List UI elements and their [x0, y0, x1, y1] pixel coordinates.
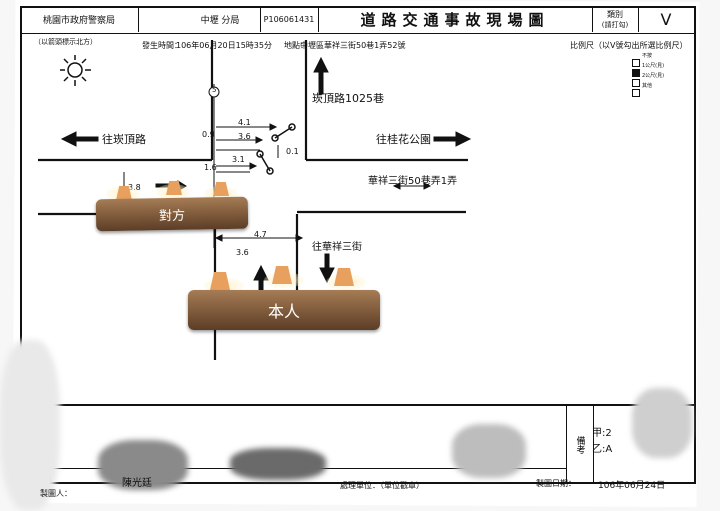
case-no-cell: P106061431: [260, 6, 319, 32]
dir-west-label: 往崁頂路: [102, 133, 146, 146]
case-number: P106061431: [263, 14, 315, 24]
draw-date-label: 製圖日期：: [536, 479, 576, 488]
measure-label: 3.1: [232, 155, 245, 164]
measure-label: 4.7: [254, 230, 267, 239]
form-frame: [20, 6, 696, 484]
measure-label: 0.1: [286, 147, 299, 156]
unit-cell: [138, 6, 261, 32]
page-title: 道路交通事故現場圖: [360, 10, 550, 29]
category-label-cell: 類別 (請打勾): [592, 6, 639, 32]
cone-icon: [272, 266, 292, 284]
self-party-sign: 本人: [188, 290, 380, 330]
scale-options: 不按 1公尺(見) 2公尺(見) 其他: [632, 52, 664, 97]
dir-south-label: 往華祥三街: [312, 242, 362, 253]
unit-name: 中壢 分局: [200, 15, 240, 26]
processing-unit-label: 處理單位：（單位戳章）: [340, 481, 424, 490]
scale-option[interactable]: 不按: [632, 52, 652, 67]
agency-cell: 桃園市政府警察局: [20, 6, 139, 32]
other-party-label: 對方: [158, 208, 186, 224]
self-party-label: 本人: [267, 302, 300, 321]
cone-icon: [166, 181, 182, 195]
category-check-cell: V: [638, 6, 694, 32]
scale-option[interactable]: 2公尺(見): [632, 72, 664, 87]
scale-label: 比例尺（以V號勾出所選比例尺）: [570, 41, 688, 50]
drawer-label: 製圖人：: [40, 489, 72, 498]
check-mark: V: [660, 9, 672, 29]
north-note: （以箭頭標示北方）: [34, 38, 97, 46]
title-cell: 道路交通事故現場圖: [318, 6, 593, 32]
measure-label: 0.9: [202, 130, 215, 139]
lane-name-label: 華祥三街50巷弄1弄: [368, 176, 458, 187]
cone-icon: [213, 182, 229, 196]
road-north-label: 崁頂路1025巷: [312, 92, 384, 105]
measure-label: 4.1: [238, 118, 251, 127]
unit-text-cell: 中壢 分局: [180, 6, 260, 32]
redaction-blur: [230, 448, 326, 480]
measure-label: 3.6: [238, 132, 251, 141]
category-sub: (請打勾): [601, 20, 629, 29]
finger-shadow: [0, 340, 60, 510]
agency-name: 桃園市政府警察局: [42, 15, 115, 26]
cone-icon: [116, 186, 132, 200]
party-b-label: 乙:A: [592, 444, 613, 455]
other-party-sign: 對方: [95, 196, 249, 232]
form-header: 桃園市政府警察局 中壢 分局 P106061431 道路交通事故現場圖 類別 (…: [20, 6, 696, 34]
cone-icon: [210, 272, 230, 290]
redaction-blur: [98, 440, 188, 490]
scale-option[interactable]: 1公尺(見): [632, 62, 664, 77]
circle-marker: 5: [212, 86, 217, 94]
measure-label: 3.6: [236, 248, 249, 257]
remarks-label: 備考: [574, 436, 585, 454]
category-label: 類別: [607, 9, 623, 19]
time-label: 發生時間：: [142, 41, 182, 50]
time-value: 106年06月20日15時35分: [176, 41, 272, 50]
measure-label: 1.6: [204, 163, 217, 172]
location-label: 地點：: [284, 41, 308, 50]
draw-date: 106年06月24日: [598, 481, 666, 491]
dir-east-label: 往桂花公園: [376, 133, 431, 146]
redaction-blur: [632, 388, 692, 458]
redaction-blur: [452, 424, 526, 478]
remarks-cell: 備考: [566, 406, 594, 484]
scale-option[interactable]: 其他: [632, 82, 652, 97]
location-value: 中壢區華祥三街50巷1弄52號: [300, 41, 406, 50]
cone-icon: [334, 268, 354, 286]
party-a-label: 甲:2: [592, 428, 612, 439]
drawer-name: 陳光廷: [122, 478, 152, 489]
